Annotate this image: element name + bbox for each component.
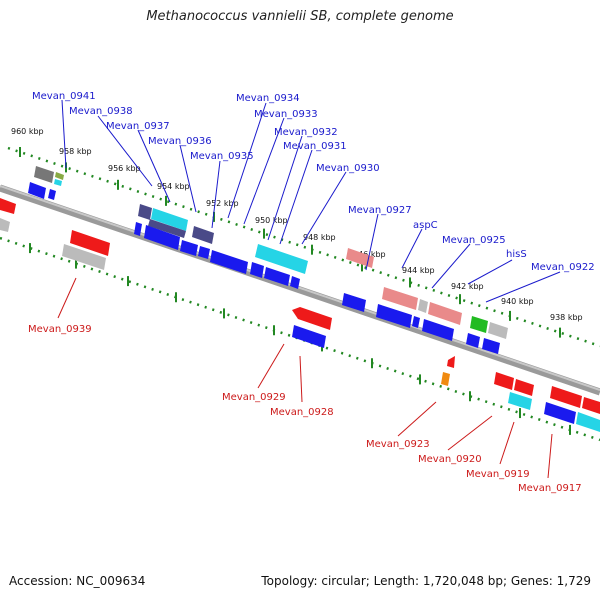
gene-block[interactable] (488, 322, 508, 339)
gene-arrow[interactable] (264, 267, 290, 286)
gene-arrow[interactable] (134, 222, 142, 236)
gene-label[interactable]: Mevan_0934 (236, 93, 300, 104)
gene-arrow[interactable] (290, 276, 300, 289)
gene-label[interactable]: Mevan_0941 (32, 91, 96, 102)
inner-tick-track (0, 236, 600, 442)
kbp-label: 954 kbp (157, 182, 190, 191)
gene-label[interactable]: Mevan_0935 (190, 151, 254, 162)
gene-block[interactable] (428, 302, 462, 325)
kbp-label: 948 kbp (303, 233, 336, 242)
kbp-label: 938 kbp (550, 313, 583, 322)
map-title: Methanococcus vannielii SB, complete gen… (146, 9, 454, 24)
gene-label[interactable]: aspC (413, 220, 438, 231)
kbp-label: 944 kbp (402, 266, 435, 275)
gene-arrow[interactable] (48, 189, 56, 200)
gene-arrow[interactable] (0, 218, 10, 232)
gene-arrow[interactable] (210, 250, 248, 274)
gene-block[interactable] (62, 244, 106, 270)
gene-block[interactable] (576, 412, 600, 432)
kbp-label: 960 kbp (11, 127, 44, 136)
gene-label[interactable]: Mevan_0932 (274, 127, 338, 138)
kbp-label: 942 kbp (451, 282, 484, 291)
kbp-label: 940 kbp (501, 297, 534, 306)
top-leaders (61, 99, 561, 303)
gene-arrow[interactable] (514, 379, 534, 396)
gene-arrow[interactable] (447, 356, 455, 368)
gene-label[interactable]: Mevan_0936 (148, 136, 212, 147)
gene-label[interactable]: Mevan_0939 (28, 324, 92, 335)
gene-label[interactable]: Mevan_0931 (283, 141, 347, 152)
gene-arrow[interactable] (180, 240, 198, 256)
gene-block[interactable] (148, 219, 186, 238)
gene-label[interactable]: Mevan_0923 (366, 439, 430, 450)
gene-block[interactable] (54, 179, 62, 186)
gene-arrow[interactable] (376, 304, 412, 328)
gene-block[interactable] (382, 287, 418, 310)
outer-tick-track (7, 146, 600, 348)
gene-arrow[interactable] (144, 225, 180, 250)
gene-arrow[interactable] (70, 230, 110, 256)
gene-label[interactable]: hisS (506, 249, 527, 260)
accession-text: Accession: NC_009634 (9, 574, 146, 588)
kbp-label: 950 kbp (255, 216, 288, 225)
gene-label[interactable]: Mevan_0930 (316, 163, 380, 174)
gene-block[interactable] (470, 316, 488, 333)
gene-label[interactable]: Mevan_0919 (466, 469, 530, 480)
gene-label[interactable]: Mevan_0937 (106, 121, 170, 132)
gene-arrow[interactable] (292, 307, 332, 330)
gene-label[interactable]: Mevan_0929 (222, 392, 286, 403)
gene-arrow[interactable] (550, 386, 582, 408)
gene-label[interactable]: Mevan_0922 (531, 262, 595, 273)
gene-label[interactable]: Mevan_0927 (348, 205, 412, 216)
gene-arrow[interactable] (28, 182, 46, 199)
kbp-label: 958 kbp (59, 147, 92, 156)
gene-arrow[interactable] (494, 372, 514, 390)
gene-block[interactable] (418, 299, 428, 313)
gene-arrow[interactable] (466, 333, 480, 348)
gene-block[interactable] (55, 172, 64, 180)
gene-arrow[interactable] (544, 402, 576, 424)
gene-arrow[interactable] (342, 293, 366, 312)
bottom-leaders (57, 277, 553, 479)
gene-arrow[interactable] (292, 325, 326, 348)
gene-arrow[interactable] (482, 338, 500, 354)
kbp-label: 956 kbp (108, 164, 141, 173)
gene-block[interactable] (508, 392, 532, 410)
gene-block[interactable] (151, 208, 188, 231)
gene-block[interactable] (441, 372, 450, 386)
gene-arrow[interactable] (198, 246, 210, 259)
gene-label[interactable]: Mevan_0933 (254, 109, 318, 120)
gene-block[interactable] (192, 226, 214, 244)
gene-label[interactable]: Mevan_0928 (270, 407, 334, 418)
gene-arrow[interactable] (422, 319, 454, 341)
gene-block[interactable] (138, 204, 152, 220)
forward-features (0, 166, 508, 354)
genome-backbone (0, 184, 600, 396)
gene-label[interactable]: Mevan_0925 (442, 235, 506, 246)
gene-block[interactable] (255, 244, 308, 274)
gene-label[interactable]: Mevan_0917 (518, 483, 582, 494)
genome-summary-text: Topology: circular; Length: 1,720,048 bp… (261, 574, 591, 588)
gene-label[interactable]: Mevan_0920 (418, 454, 482, 465)
gene-arrow[interactable] (412, 316, 420, 328)
gene-arrow[interactable] (0, 198, 16, 214)
gene-arrow[interactable] (250, 262, 264, 278)
gene-label[interactable]: Mevan_0938 (69, 106, 133, 117)
gene-block[interactable] (34, 166, 54, 183)
kbp-label: 952 kbp (206, 199, 239, 208)
reverse-features (62, 230, 600, 432)
gene-arrow[interactable] (582, 397, 600, 414)
